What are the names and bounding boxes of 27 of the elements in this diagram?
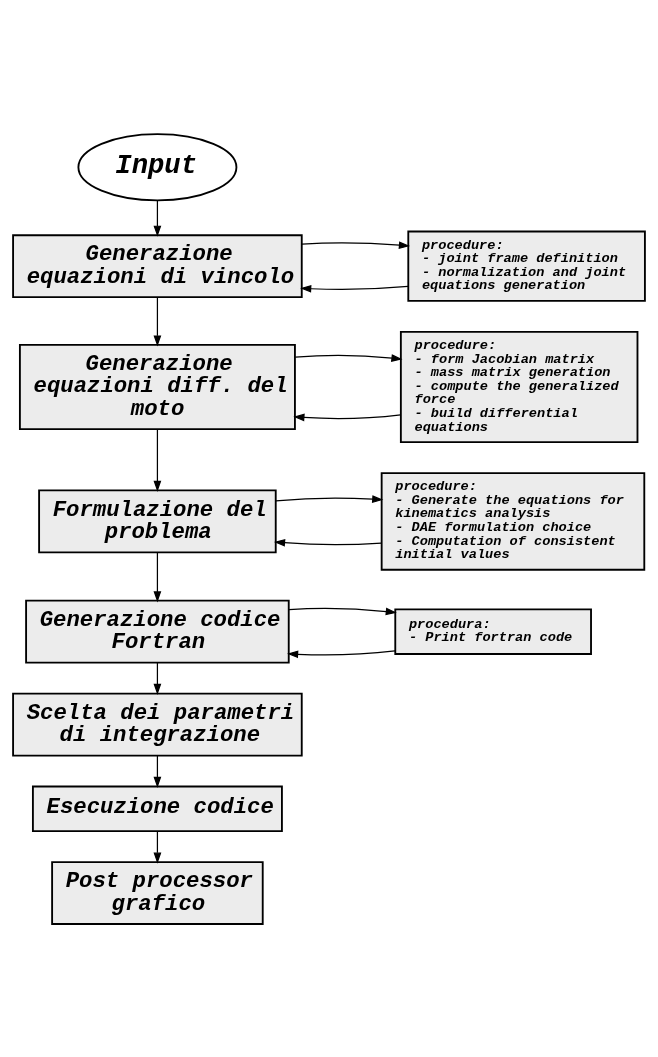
arrow [300, 284, 409, 293]
arrow [153, 199, 162, 237]
node-box: Generazione equazioni diff. del moto [18, 343, 296, 430]
arrow [294, 353, 403, 362]
node-box: Generazione codice Fortran [25, 599, 290, 664]
arrow [153, 661, 162, 695]
node-box: Formulazione del problema [38, 489, 277, 553]
arrow [273, 538, 383, 547]
arrow [287, 649, 396, 658]
arrow [153, 754, 162, 788]
arrow [153, 428, 162, 492]
node-box: procedure: - form Jacobian matrix - mass matrix generation - compute the generalized force - build differential equations [399, 330, 639, 443]
arrow [153, 296, 162, 347]
arrow [288, 607, 397, 615]
arrow [153, 551, 162, 602]
arrow [293, 413, 402, 421]
node-box: Generazione equazioni di vincolo [12, 233, 303, 298]
node-box: Scelta dei parametri di integrazione [12, 692, 303, 756]
node-box: Post processor grafico [51, 860, 264, 925]
node-ellipse: Input [77, 132, 238, 201]
node-box: Esecuzione codice [31, 785, 283, 832]
arrow [153, 830, 162, 864]
arrow [275, 494, 384, 503]
node-box: procedura: - Print fortran code [394, 607, 592, 655]
node-box: procedure: - Generate the equations for kinematics analysis - DAE formulation choice - Computation of consistent initial values [380, 471, 646, 571]
node-box: procedure: - joint frame definition - normalization and joint equations generation [407, 230, 646, 302]
arrow [301, 240, 411, 249]
